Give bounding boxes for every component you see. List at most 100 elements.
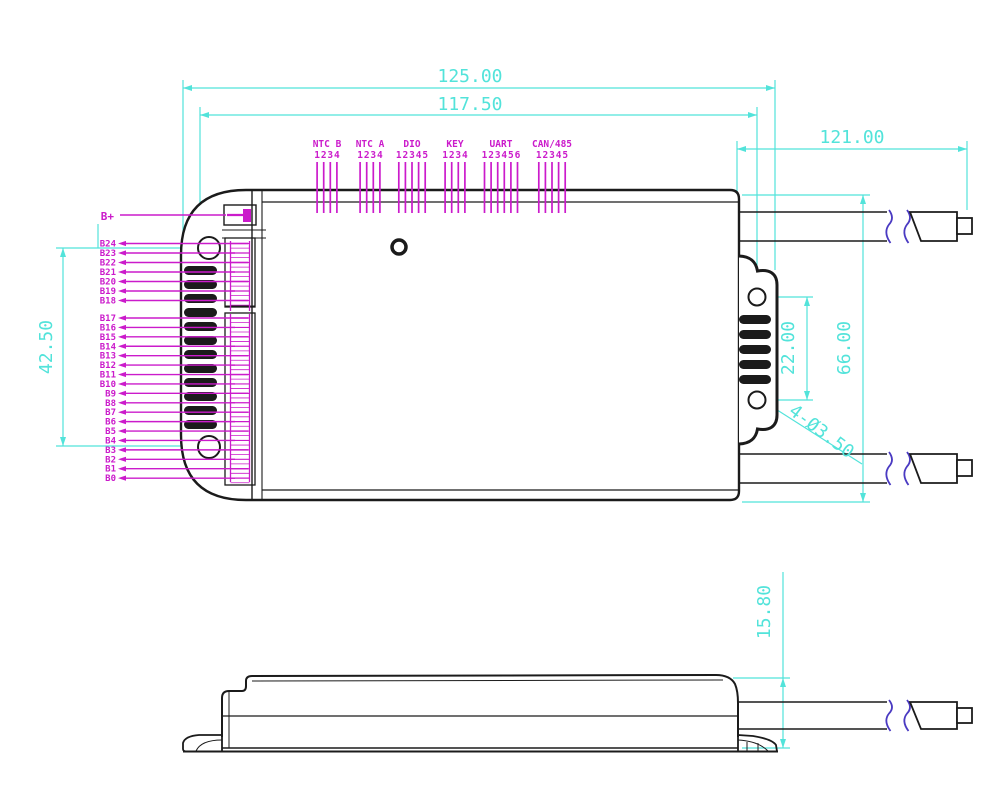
arrowhead xyxy=(60,437,66,446)
lead-label: B0 xyxy=(105,474,116,484)
tab-fin xyxy=(739,375,771,384)
pin-number: 6 xyxy=(515,150,521,161)
dim-label-body-width: 66.00 xyxy=(834,321,855,375)
pin-number: 2 xyxy=(403,150,409,161)
lead-label: B2 xyxy=(105,455,116,465)
lead-arrow xyxy=(118,475,126,481)
pin-number: 1 xyxy=(396,150,402,161)
pin-header-shroud-lower xyxy=(224,312,256,486)
lead-arrow xyxy=(118,466,126,472)
lead-label: B7 xyxy=(105,408,116,418)
arrowhead xyxy=(780,678,786,687)
lead-label: B16 xyxy=(100,323,116,333)
heatsink-fins-tab xyxy=(739,315,771,384)
dim-label-body-thickness: 15.80 xyxy=(754,585,775,639)
lead-arrow xyxy=(118,409,126,415)
b-plus-pin-pad xyxy=(243,209,251,222)
lead-label-b-plus: B+ xyxy=(101,210,115,223)
arrowhead xyxy=(860,195,866,204)
pin-number: 3 xyxy=(409,150,415,161)
pin-number: 2 xyxy=(449,150,455,161)
lead-arrow xyxy=(118,400,126,406)
top-view xyxy=(179,188,973,502)
pin-number: 3 xyxy=(327,150,333,161)
lead-label: B12 xyxy=(100,361,116,371)
lead-arrow xyxy=(118,362,126,368)
arrowhead xyxy=(748,112,757,118)
mounting-foot-left xyxy=(182,734,223,753)
pin-number: 1 xyxy=(357,150,363,161)
arrowhead xyxy=(804,391,810,400)
pin-number: 1 xyxy=(442,150,448,161)
arrowhead xyxy=(780,739,786,748)
mounting-hole-top-left xyxy=(197,236,221,260)
tab-fin xyxy=(739,345,771,354)
lead-label: B21 xyxy=(100,268,116,278)
lead-label: B15 xyxy=(100,333,116,343)
connector-name: CAN/485 xyxy=(532,139,572,150)
lead-arrow xyxy=(118,353,126,359)
lead-arrow xyxy=(118,250,126,256)
lead-arrow xyxy=(118,390,126,396)
heatsink-fin xyxy=(184,392,217,401)
tab-fin xyxy=(739,315,771,324)
cable-top xyxy=(739,209,973,244)
balance-lead-labels: B+B24B23B22B21B20B19B18B17B16B15B14B13B1… xyxy=(100,210,248,484)
foot-detail xyxy=(195,739,223,752)
lead-label: B17 xyxy=(100,314,116,324)
mounting-hole-tab-top xyxy=(747,287,767,307)
heatsink-fin xyxy=(184,322,217,331)
dimension-lines xyxy=(56,80,968,749)
arrowhead xyxy=(60,248,66,257)
break-line xyxy=(903,451,911,486)
pin-number: 5 xyxy=(562,150,568,161)
cable-connector xyxy=(908,453,958,484)
lead-label: B11 xyxy=(100,371,116,381)
pin-number: 5 xyxy=(508,150,514,161)
lead-label: B23 xyxy=(100,249,116,259)
connector-tab xyxy=(956,707,973,724)
pin-number: 2 xyxy=(543,150,549,161)
lead-label: B4 xyxy=(105,436,116,446)
foot-detail xyxy=(737,739,769,752)
connector-tab xyxy=(956,459,973,477)
connector-name: NTC A xyxy=(356,139,385,150)
connector-name: DIO xyxy=(403,139,420,150)
arrowhead xyxy=(200,112,209,118)
pin-number: 2 xyxy=(488,150,494,161)
tab-fin xyxy=(739,360,771,369)
enclosure-outline xyxy=(179,188,741,502)
heatsink-fin xyxy=(184,280,217,289)
pin-number: 5 xyxy=(422,150,428,161)
lead-arrow xyxy=(118,381,126,387)
dim-label-overall-length: 125.00 xyxy=(437,66,502,87)
lead-arrow xyxy=(118,288,126,294)
dim-body-width xyxy=(742,194,870,503)
lead-arrow xyxy=(118,324,126,331)
mounting-hole-tab-bottom xyxy=(747,390,767,410)
dim-label-cable-length: 121.00 xyxy=(819,127,884,148)
lead-arrow xyxy=(118,371,126,378)
lead-arrow xyxy=(118,259,126,266)
pin-number: 4 xyxy=(501,150,507,161)
lead-arrow xyxy=(118,278,126,285)
lead-arrow xyxy=(118,419,126,425)
arrowhead xyxy=(958,146,967,152)
pin-number: 4 xyxy=(334,150,340,161)
lead-label: B10 xyxy=(100,380,116,390)
lead-arrow xyxy=(118,297,126,304)
pin-number: 2 xyxy=(364,150,370,161)
cable-side xyxy=(738,699,973,732)
cable-connector xyxy=(908,211,958,242)
lead-label: B1 xyxy=(105,465,116,475)
lead-arrow xyxy=(118,343,126,349)
pin-number: 3 xyxy=(455,150,461,161)
side-view xyxy=(182,673,973,753)
lead-label: B5 xyxy=(105,427,116,437)
lead-arrow xyxy=(118,334,126,340)
